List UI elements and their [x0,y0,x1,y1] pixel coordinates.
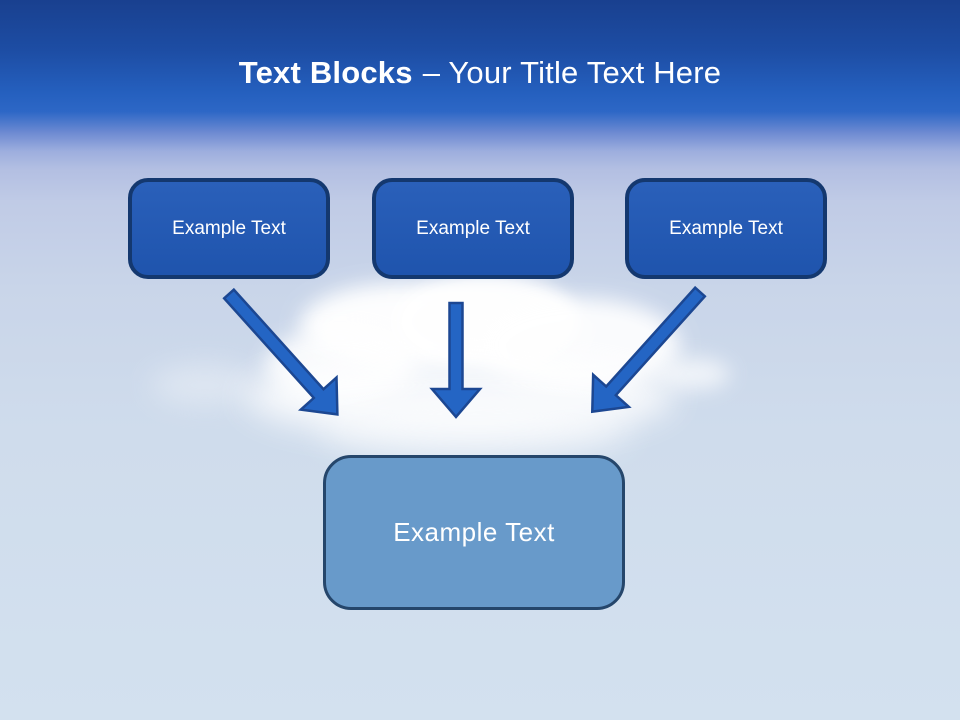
arrow-left-diagonal [222,287,339,416]
text-block-2: Example Text [372,178,574,279]
text-block-3-label: Example Text [669,217,783,239]
text-block-2-label: Example Text [416,217,530,239]
slide-title: Text Blocks – Your Title Text Here [0,50,960,96]
text-block-1: Example Text [128,178,330,279]
cloud-puff [320,398,630,460]
cloud-puff [655,358,730,390]
text-block-3: Example Text [625,178,827,279]
arrow-right-diagonal [590,285,707,414]
target-text-block: Example Text [323,455,625,610]
slide-title-rest: – Your Title Text Here [422,55,722,90]
target-text-block-label: Example Text [393,517,555,547]
cloud-puff [150,365,260,405]
arrow-down-middle [429,301,483,419]
text-block-1-label: Example Text [172,217,286,239]
slide-title-bold: Text Blocks [238,55,413,90]
